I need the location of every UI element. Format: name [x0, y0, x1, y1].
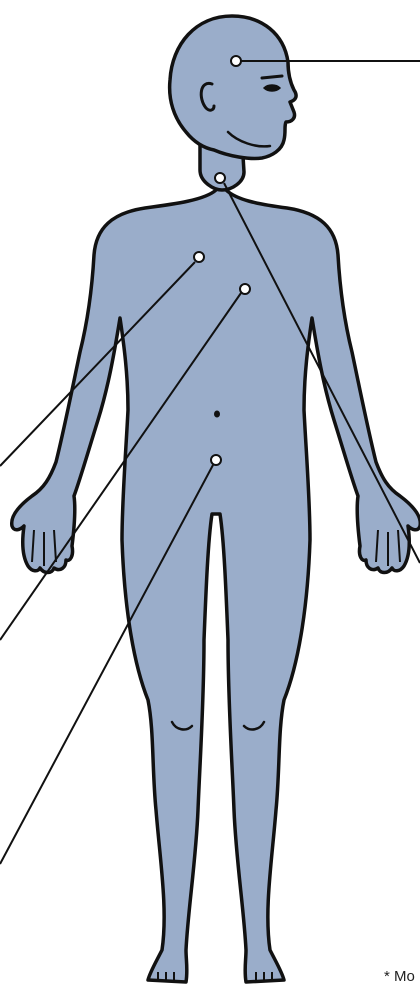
- marker-head[interactable]: [231, 56, 241, 66]
- body-silhouette: [12, 16, 420, 982]
- eye: [264, 85, 280, 91]
- marker-upper-abdomen[interactable]: [240, 284, 250, 294]
- navel: [214, 411, 220, 418]
- marker-chest-left[interactable]: [194, 252, 204, 262]
- footnote: * Mo: [384, 968, 415, 985]
- eyebrow: [262, 76, 282, 78]
- marker-throat[interactable]: [215, 173, 225, 183]
- body-outline: [12, 168, 420, 982]
- marker-lower-abdomen[interactable]: [211, 455, 221, 465]
